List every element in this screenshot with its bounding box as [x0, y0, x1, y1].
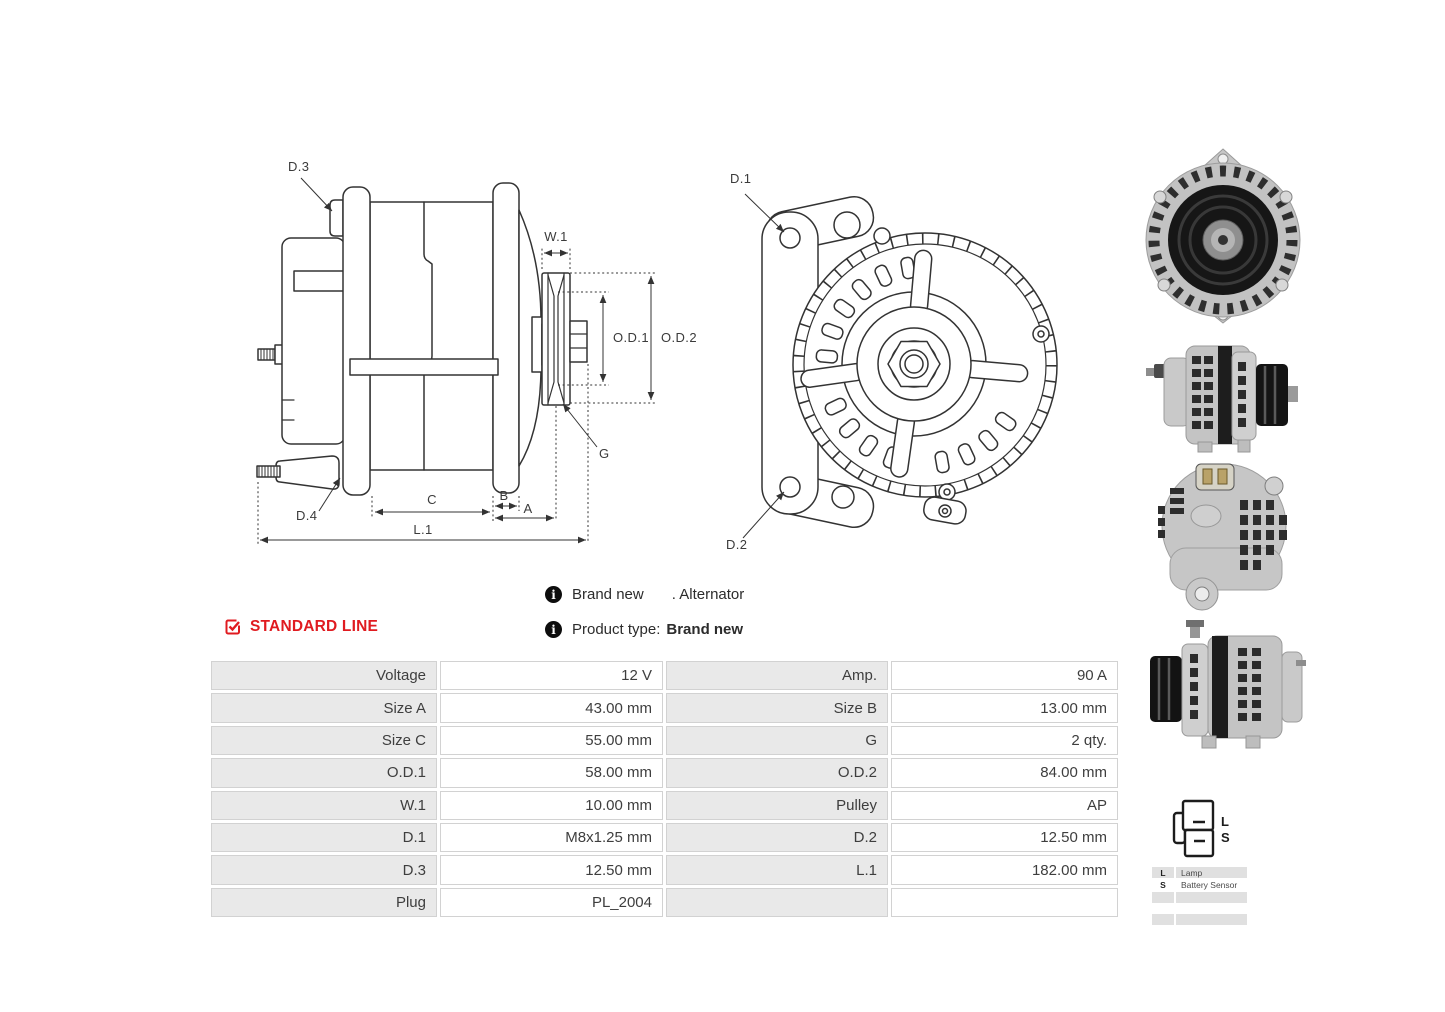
spec-value: 12 V [440, 661, 663, 691]
legend-name: Lamp [1176, 867, 1247, 878]
info-icon [545, 621, 562, 638]
standard-line-label: STANDARD LINE [250, 618, 379, 635]
product-type-value: Brand new [666, 621, 744, 638]
product-type-line: Product type: Brand new [545, 621, 743, 638]
legend-empty-cell [1152, 914, 1174, 925]
spec-label: O.D.1 [211, 758, 437, 788]
alternator-front-view-photo[interactable] [1140, 145, 1306, 330]
product-category-text: . Alternator [671, 586, 745, 603]
side-view-technical-drawing: D.3 W.1 O.D.1 O.D.2 G C B A L.1 D.4 [256, 159, 697, 544]
dim-label-a: A [523, 501, 532, 516]
checked-checkbox-icon [225, 619, 240, 635]
alternator-rear-view-photo[interactable] [1140, 458, 1312, 613]
spec-value: 2 qty. [891, 725, 1118, 756]
spec-value: 90 A [891, 661, 1118, 691]
spec-label: Amp. [666, 661, 888, 691]
legend-spacer [1152, 905, 1247, 913]
pin-label-s: S [1221, 830, 1230, 845]
spec-label: D.2 [666, 822, 888, 853]
plug-pinout-diagram: L S [1172, 799, 1230, 858]
spec-value [891, 887, 1118, 918]
spec-table: Voltage 12 V Amp. 90 A Size A 43.00 mm S… [211, 661, 1118, 918]
spec-value: 12.50 mm [891, 822, 1118, 853]
spec-value: 182.00 mm [891, 855, 1118, 885]
spec-value: 58.00 mm [440, 758, 663, 788]
spec-value: 84.00 mm [891, 758, 1118, 788]
legend-empty-cell [1176, 892, 1247, 903]
dim-label-g: G [599, 446, 610, 461]
spec-label: Voltage [211, 661, 437, 691]
dim-label-d2: D.2 [726, 537, 747, 552]
dim-label-d1: D.1 [730, 171, 751, 186]
legend-empty-cell [1176, 914, 1247, 925]
spec-label: G [666, 725, 888, 756]
plug-pin-legend: L Lamp S Battery Sensor [1152, 867, 1247, 925]
spec-label: Pulley [666, 790, 888, 820]
standard-line-badge: STANDARD LINE [225, 618, 378, 636]
spec-label: Size C [211, 725, 437, 756]
spec-value: 55.00 mm [440, 725, 663, 756]
legend-key: L [1152, 867, 1174, 878]
dim-label-od1: O.D.1 [613, 330, 649, 345]
product-info-line: Brand new . Alternator [545, 586, 744, 603]
spec-label: Size A [211, 693, 437, 723]
spec-label: L.1 [666, 855, 888, 885]
spec-value: 13.00 mm [891, 693, 1118, 723]
dim-label-od2: O.D.2 [661, 330, 697, 345]
dim-label-d3: D.3 [288, 159, 309, 174]
spec-value: AP [891, 790, 1118, 820]
dim-label-d4: D.4 [296, 508, 317, 523]
spec-value: M8x1.25 mm [440, 822, 663, 853]
spec-value: 10.00 mm [440, 790, 663, 820]
spec-value: PL_2004 [440, 887, 663, 918]
legend-name: Battery Sensor [1176, 879, 1247, 891]
alternator-side-view-pulley-right-photo[interactable] [1146, 332, 1306, 456]
dim-label-l1: L.1 [413, 522, 432, 537]
legend-key: S [1152, 879, 1174, 891]
spec-label: D.3 [211, 855, 437, 885]
dim-label-b: B [499, 488, 508, 503]
spec-label: D.1 [211, 822, 437, 853]
spec-label: Size B [666, 693, 888, 723]
spec-label [666, 887, 888, 918]
spec-value: 43.00 mm [440, 693, 663, 723]
dim-label-c: C [427, 492, 437, 507]
alternator-side-view-pulley-left-photo[interactable] [1146, 620, 1306, 765]
product-type-label: Product type: [572, 621, 661, 638]
dim-label-w1: W.1 [544, 229, 568, 244]
spec-label: Plug [211, 887, 437, 918]
spec-label: O.D.2 [666, 758, 888, 788]
pin-label-l: L [1221, 814, 1229, 829]
front-view-technical-drawing: D.1 D.2 [726, 171, 1058, 552]
info-icon [545, 586, 562, 603]
spec-label: W.1 [211, 790, 437, 820]
product-condition-text: Brand new [572, 586, 644, 603]
spec-value: 12.50 mm [440, 855, 663, 885]
legend-empty-cell [1152, 892, 1174, 903]
